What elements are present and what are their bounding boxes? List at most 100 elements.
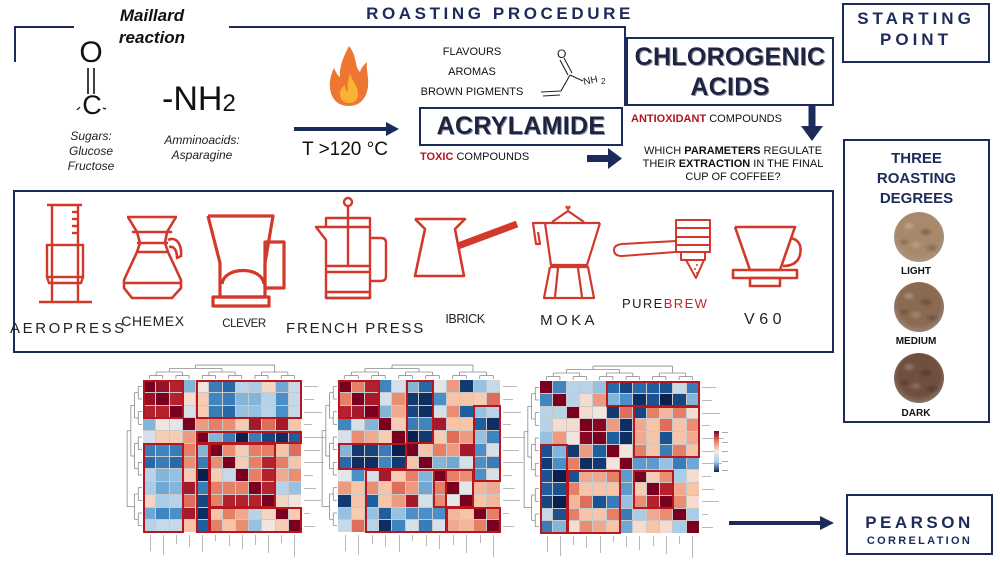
heatmap-cell — [143, 418, 156, 430]
heatmap-cell — [196, 392, 209, 405]
heatmap-cell — [419, 482, 433, 494]
down-arrow-icon — [801, 105, 823, 141]
toxic-rest: COMPOUNDS — [453, 151, 530, 163]
heatmap-cell — [540, 393, 553, 406]
column-label-placeholder — [268, 535, 270, 553]
heatmap-cell — [365, 507, 378, 520]
purebrew-label: PUREBREW — [622, 296, 708, 311]
heatmap-cell — [566, 457, 579, 470]
column-label-placeholder — [344, 535, 346, 551]
heatmap-cell — [446, 405, 460, 418]
row-label-placeholder — [503, 386, 517, 388]
heatmap-cell — [553, 393, 566, 406]
heatmap-cell — [169, 392, 182, 405]
row-label-placeholder — [304, 399, 314, 400]
heatmap-cell — [249, 520, 262, 532]
heatmap-cell — [351, 405, 365, 418]
heatmap-cell — [209, 380, 222, 392]
heatmap-cell — [606, 457, 619, 470]
heatmap-cell — [235, 443, 248, 456]
heatmap-cell — [378, 520, 392, 532]
heatmap-cell — [593, 432, 606, 444]
column-label-placeholder — [215, 535, 217, 541]
heatmap-cell — [473, 507, 487, 520]
heatmap-cell — [659, 432, 673, 444]
product-brown-pigments: BROWN PIGMENTS — [420, 86, 524, 98]
roasting-degrees-title: THREE ROASTING DEGREES — [845, 149, 988, 209]
heatmap-cell — [209, 469, 222, 481]
heatmap-cell — [606, 393, 619, 406]
row-label-placeholder — [702, 488, 714, 490]
heatmap-cell — [249, 469, 262, 481]
heatmap-cell — [196, 405, 209, 418]
heatmap-cell — [249, 431, 262, 443]
clever-label: CLEVER — [222, 318, 266, 330]
row-label-placeholder — [702, 501, 719, 503]
heatmap-cell — [288, 418, 301, 430]
heatmap-cell — [143, 520, 156, 532]
heatmap-cell — [553, 457, 566, 470]
medium-roast-beans-image — [894, 282, 944, 332]
heatmap-cell — [593, 381, 606, 393]
question-line3: CUP OF COFFEE? — [685, 171, 781, 183]
heatmap-cell — [209, 520, 222, 532]
heatmap-cell — [378, 469, 392, 481]
heatmap-cell — [351, 443, 365, 456]
heatmap-cell — [673, 470, 686, 482]
heatmap-cell — [659, 393, 673, 406]
heatmap-cell — [169, 431, 182, 443]
antioxidant-rest: COMPOUNDS — [706, 113, 782, 125]
heatmap-cell — [365, 456, 378, 469]
heatmap-cell — [156, 520, 169, 532]
heatmap-cell — [433, 469, 446, 481]
heatmap-cell — [659, 419, 673, 431]
heatmap-cell — [249, 482, 262, 494]
column-label-placeholder — [626, 536, 628, 547]
heatmap-cell — [222, 456, 235, 469]
heatmap-cell — [378, 418, 392, 430]
heatmap-cell — [262, 418, 275, 430]
heatmap-cell — [433, 507, 446, 520]
heatmap-cell — [196, 443, 209, 456]
heatmap-cell — [686, 393, 699, 406]
heatmap-cell — [633, 508, 646, 521]
heatmap-cell — [433, 456, 446, 469]
heatmap-cell — [143, 392, 156, 405]
heatmap-cell — [351, 507, 365, 520]
heatmap-cell — [405, 482, 419, 494]
heatmap-cell — [673, 444, 686, 457]
heatmap-cell — [487, 443, 500, 456]
heatmap-cell — [579, 432, 593, 444]
heatmap-cell — [182, 482, 195, 494]
column-label-placeholder — [639, 536, 641, 550]
heatmap-cell — [446, 520, 460, 532]
heatmap-cell — [365, 469, 378, 481]
heatmap-cell — [262, 456, 275, 469]
heatmap-cell — [540, 483, 553, 495]
chlorogenic-line2: ACIDS — [690, 73, 770, 101]
row-label-placeholder — [304, 411, 322, 413]
sugars-line1: Sugars: — [70, 129, 112, 143]
heatmap-3 — [522, 364, 731, 566]
row-label-placeholder — [304, 437, 326, 438]
heatmap-cell — [673, 393, 686, 406]
heatmap-cell — [473, 443, 487, 456]
heatmap-cell — [351, 418, 365, 430]
heatmap-cell — [156, 405, 169, 418]
heatmap-cell — [473, 431, 487, 443]
heatmap-cell — [209, 482, 222, 494]
purebrew-label-brew: BREW — [663, 296, 709, 311]
column-label-placeholder — [294, 535, 296, 557]
brew-methods-box — [13, 190, 834, 353]
heatmap-cell — [606, 406, 619, 419]
heatmap-cell — [646, 444, 659, 457]
heatmap-cell — [262, 520, 275, 532]
heatmap-cell — [222, 482, 235, 494]
heatmap-cell — [182, 520, 195, 532]
row-label-placeholder — [304, 513, 310, 514]
heatmap-cell — [460, 405, 473, 418]
heatmap-cell — [338, 520, 351, 532]
heatmap-cell — [262, 405, 275, 418]
heatmap-cell — [392, 380, 405, 392]
heatmap-grid — [540, 381, 699, 533]
